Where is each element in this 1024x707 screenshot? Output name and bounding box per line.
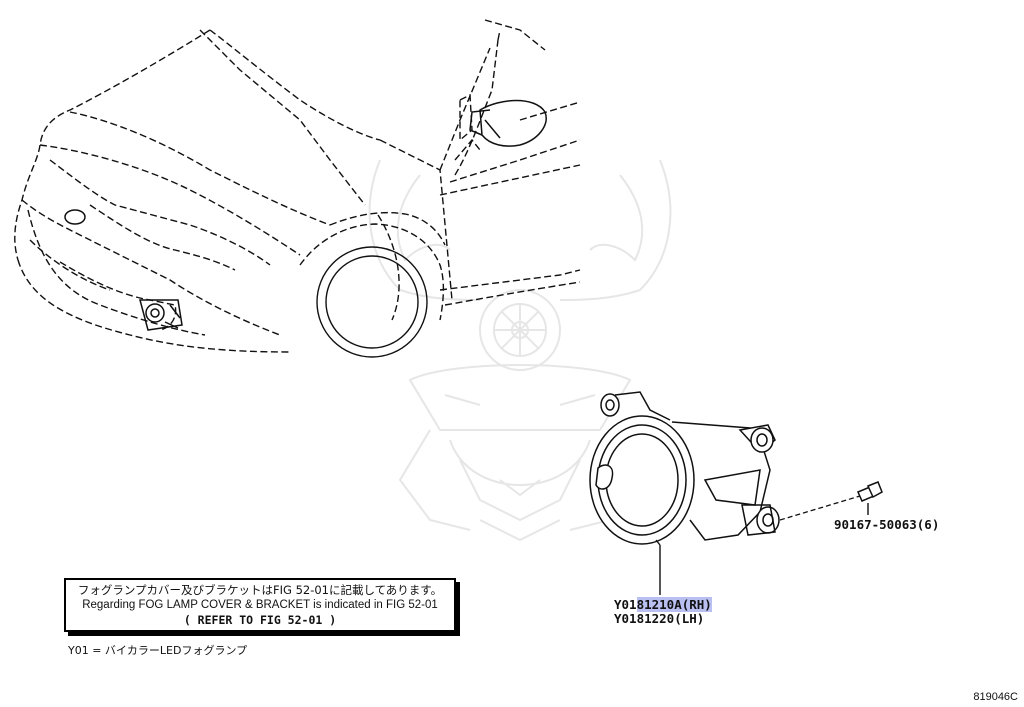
legend-y01: Y01 = バイカラーLEDフォグランプ (68, 644, 248, 657)
part-number-rh-highlight[interactable]: 81210A(RH) (636, 597, 712, 612)
figure-id: 819046C (973, 691, 1018, 703)
part-prefix-lh: Y01 (614, 611, 637, 626)
fog-lamp-assembly (589, 391, 780, 545)
part-number-rh[interactable]: Y0181210A(RH) (614, 597, 712, 612)
vehicle-front-outline (14, 19, 581, 353)
bolt-icon (857, 481, 883, 502)
note-line-english: Regarding FOG LAMP COVER & BRACKET is in… (82, 599, 438, 611)
part-number-lh-value[interactable]: 81220(LH) (636, 611, 705, 626)
part-prefix-rh: Y01 (614, 597, 637, 612)
leader-lines (655, 503, 869, 595)
front-fog-lamp-location (139, 299, 183, 331)
bolt-leader-dashed (779, 495, 861, 521)
note-line-japanese: フォグランプカバー及びブラケットはFIG 52-01に記載してあります。 (77, 583, 443, 597)
part-number-lh[interactable]: Y0181220(LH) (614, 611, 704, 626)
note-line-reference: ( REFER TO FIG 52-01 ) (183, 613, 337, 627)
mirror-outline (469, 99, 547, 147)
reference-note-box: フォグランプカバー及びブラケットはFIG 52-01に記載してあります。 Reg… (64, 578, 456, 632)
part-number-bolt[interactable]: 90167-50063(6) (834, 517, 940, 532)
wheel-outline (316, 246, 428, 358)
emblem-outline (64, 209, 86, 225)
